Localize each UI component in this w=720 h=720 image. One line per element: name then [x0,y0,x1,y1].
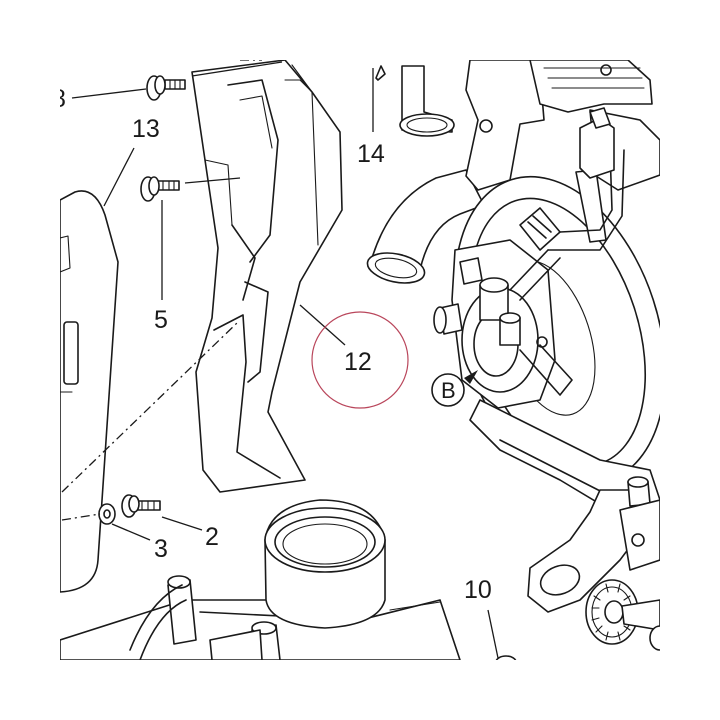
hose-part-14 [375,65,455,137]
callout-3: 3 [154,535,168,563]
leader-lines [61,60,499,659]
fan-motor-hub [433,239,573,409]
callout-13: 13 [132,115,160,143]
air-duct-part [191,60,343,493]
screw-part-5 [140,176,180,202]
highlight-circle [311,311,409,409]
callout-12: 12 [344,348,372,376]
wire-harness [509,107,625,301]
gear-part-10 [495,579,660,660]
lower-housing [60,499,461,660]
screw-part-8 [146,75,186,101]
mounting-arm [469,399,660,613]
callout-b-marker [431,370,478,407]
callout-14: 14 [357,140,385,168]
side-panel-part [60,190,119,593]
callout-2: 2 [205,523,219,551]
callout-b-label: B [441,378,456,403]
washer-part-3 [98,503,116,525]
callout-5: 5 [154,306,168,334]
fan-bracket [465,60,660,191]
elbow-pipe-part [366,169,485,284]
screw-part-2 [121,494,161,518]
callout-8: 8 [52,85,66,113]
callout-10: 10 [464,576,492,604]
